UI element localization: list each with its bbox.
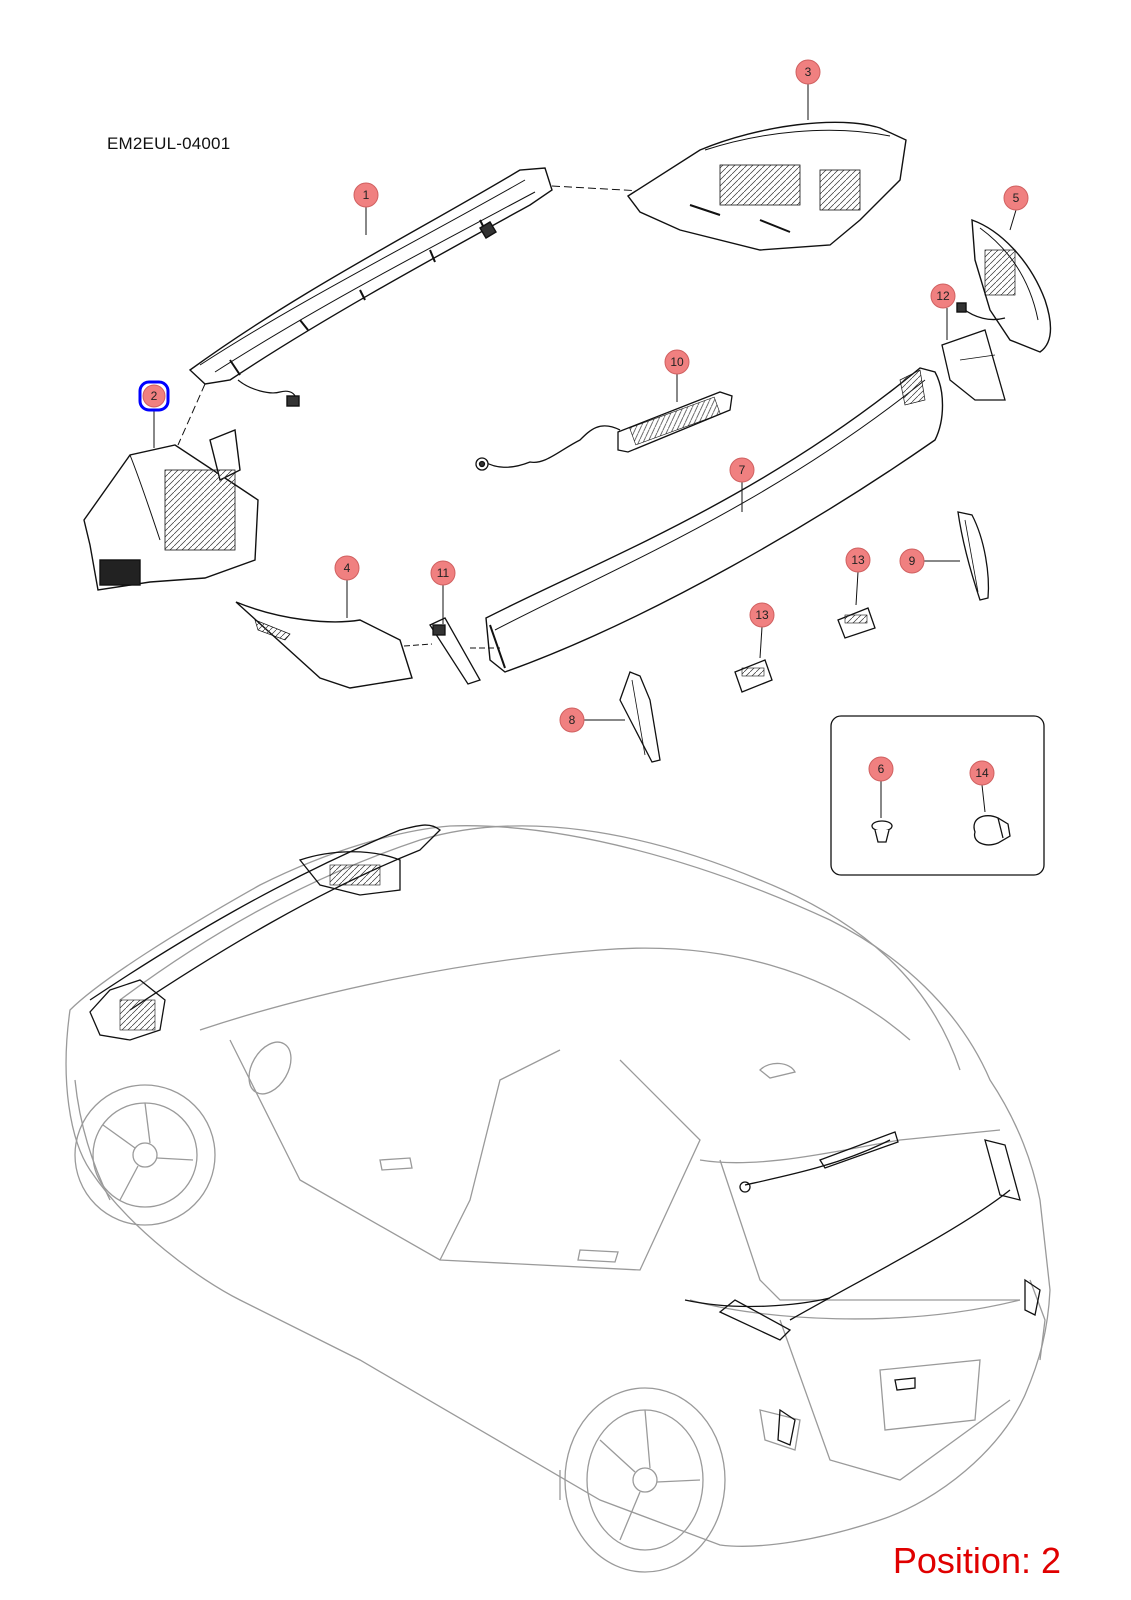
part-headlamp-right: [626, 121, 907, 251]
part-left-tail-lamp: [235, 601, 413, 689]
part-bracket: [429, 617, 481, 685]
callout-label: 5: [1013, 191, 1020, 205]
callout-11[interactable]: 11: [430, 560, 456, 586]
part-bulb: [973, 815, 1011, 846]
callouts: 1 2 3 4 5 6 7 8 9 10 11 12 13 13 14: [138, 59, 1029, 786]
leader-line-1-2: [177, 383, 206, 446]
callout-label: 4: [344, 561, 351, 575]
callout-label: 10: [670, 355, 684, 369]
part-tailgate-lamp-bar: [485, 367, 944, 673]
callout-label: 12: [936, 289, 950, 303]
callout-1[interactable]: 1: [353, 182, 379, 208]
callout-label: 13: [851, 553, 865, 567]
position-label: Position: 2: [892, 1540, 1061, 1581]
part-right-tail-lamp: [956, 218, 1052, 353]
callout-leaders: [153, 83, 1017, 818]
part-licence-lamp-b: [837, 607, 876, 639]
callout-8[interactable]: 8: [559, 707, 585, 733]
callout-label: 2: [151, 389, 158, 403]
callout-13a[interactable]: 13: [749, 602, 775, 628]
callout-label: 14: [975, 766, 989, 780]
part-right-inner-lamp: [941, 329, 1006, 401]
callout-13b[interactable]: 13: [845, 547, 871, 573]
callout-label: 7: [739, 463, 746, 477]
callout-label: 1: [363, 188, 370, 202]
callout-2[interactable]: 2: [138, 380, 170, 412]
detail-box: [830, 715, 1045, 876]
callout-label: 11: [437, 566, 450, 580]
car-installed-parts: [89, 824, 1041, 1446]
part-headlamp-left: [83, 429, 259, 591]
callout-9[interactable]: 9: [899, 548, 925, 574]
callout-label: 13: [755, 608, 769, 622]
callout-label: 9: [909, 554, 916, 568]
part-clip: [871, 820, 893, 843]
part-left-reflector: [619, 671, 661, 763]
part-licence-lamp-a: [734, 659, 773, 693]
part-front-light-bar: [188, 167, 553, 407]
diagram-code: EM2EUL-04001: [107, 134, 231, 153]
part-high-mount-lamp: [475, 391, 733, 471]
part-right-reflector: [957, 511, 990, 601]
callout-label: 3: [805, 65, 812, 79]
car-outline: [65, 825, 1051, 1573]
callout-4[interactable]: 4: [334, 555, 360, 581]
callout-5[interactable]: 5: [1003, 185, 1029, 211]
callout-3[interactable]: 3: [795, 59, 821, 85]
callout-14[interactable]: 14: [969, 760, 995, 786]
callout-7[interactable]: 7: [729, 457, 755, 483]
callout-6[interactable]: 6: [868, 756, 894, 782]
callout-label: 8: [569, 713, 576, 727]
callout-label: 6: [878, 762, 885, 776]
callout-12[interactable]: 12: [930, 283, 956, 309]
callout-10[interactable]: 10: [664, 349, 690, 375]
leader-line-4-11: [403, 643, 433, 647]
